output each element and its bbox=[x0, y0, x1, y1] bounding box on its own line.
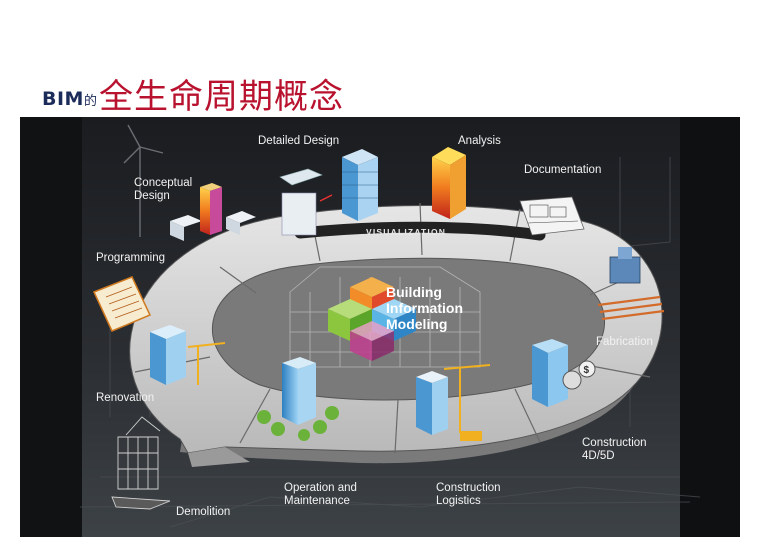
diagram-canvas: $ bbox=[20, 117, 740, 537]
label-operation-maintenance: Operation and Maintenance bbox=[284, 482, 357, 507]
wind-turbine-icon bbox=[123, 124, 164, 237]
fabrication-illustration bbox=[597, 247, 665, 321]
label-renovation: Renovation bbox=[96, 392, 155, 404]
demolition-illustration bbox=[111, 416, 171, 510]
construction-logistics-illustration bbox=[416, 364, 491, 441]
stopwatch-icon bbox=[562, 370, 582, 390]
analysis-illustration bbox=[432, 147, 466, 219]
label-conceptual-design: Conceptual Design bbox=[134, 177, 193, 202]
detailed-design-illustration bbox=[279, 149, 378, 236]
title-de: 的 bbox=[83, 94, 97, 109]
bim-cube-icon bbox=[328, 277, 416, 361]
documentation-illustration bbox=[519, 196, 585, 236]
label-demolition: Demolition bbox=[176, 506, 231, 518]
label-programming: Programming bbox=[96, 252, 166, 264]
label-analysis: Analysis bbox=[458, 135, 501, 147]
visualization-band bbox=[294, 221, 546, 241]
title-bim: BIM bbox=[42, 88, 84, 110]
visualization-label: VISUALIZATION bbox=[366, 227, 446, 237]
crane-icon bbox=[443, 364, 491, 433]
label-construction-4d5d: Construction 4D/5D bbox=[582, 437, 647, 462]
label-building-information-modeling: Building Information Modeling bbox=[386, 284, 463, 332]
bim-lifecycle-diagram: $ bbox=[20, 117, 740, 537]
background-left-band bbox=[20, 117, 82, 537]
construction-4d5d-illustration: $ bbox=[532, 339, 596, 407]
background-right-band bbox=[680, 117, 740, 537]
renovation-illustration bbox=[150, 325, 226, 385]
ring-tail bbox=[188, 447, 250, 467]
label-construction-logistics: Construction Logistics bbox=[436, 482, 501, 507]
label-documentation: Documentation bbox=[524, 164, 602, 176]
clipboard-icon bbox=[92, 276, 152, 332]
bulldozer-icon bbox=[460, 431, 482, 441]
label-fabrication: Fabrication bbox=[596, 336, 653, 348]
dollar-icon bbox=[578, 360, 596, 378]
slide-title: BIM 的 全生命周期概念 bbox=[42, 70, 344, 114]
svg-text:$: $ bbox=[584, 365, 590, 376]
operation-maintenance-illustration bbox=[257, 357, 339, 441]
title-main: 全生命周期概念 bbox=[98, 77, 344, 117]
label-detailed-design: Detailed Design bbox=[258, 135, 340, 147]
conceptual-design-illustration bbox=[170, 183, 256, 241]
